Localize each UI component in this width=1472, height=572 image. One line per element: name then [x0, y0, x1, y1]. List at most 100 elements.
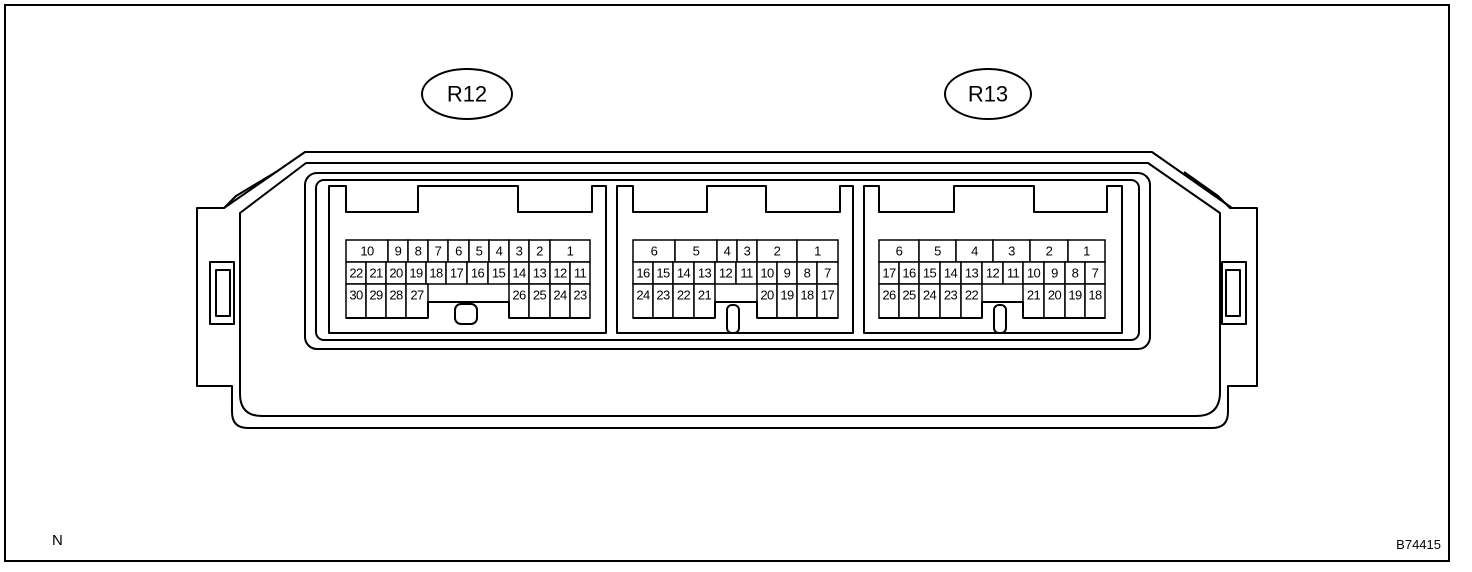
- pin-number: 7: [1092, 266, 1099, 281]
- callout-r12-ellipse: [421, 68, 513, 120]
- pin-number: 16: [902, 266, 916, 281]
- pin-number: 22: [349, 266, 363, 281]
- pin-number: 12: [553, 266, 567, 281]
- pin-number: 10: [360, 244, 374, 259]
- pin-number: 13: [698, 266, 712, 281]
- pin-number: 23: [944, 288, 958, 303]
- pin-number: 2: [1046, 244, 1053, 259]
- pin-number: 25: [902, 288, 916, 303]
- pin-number: 21: [369, 266, 383, 281]
- pin-number: 6: [896, 244, 903, 259]
- key-slot: [993, 304, 1007, 334]
- pin-number: 11: [1007, 266, 1020, 281]
- pin-number: 18: [800, 288, 814, 303]
- pin-number: 5: [934, 244, 941, 259]
- pin-number: 9: [784, 266, 791, 281]
- pin-number: 23: [573, 288, 587, 303]
- pin-number: 8: [804, 266, 811, 281]
- connector-r13a-shell: [616, 185, 854, 334]
- pin-number: 25: [533, 288, 547, 303]
- pin-number: 6: [455, 244, 462, 259]
- pin-number: 5: [476, 244, 483, 259]
- pin-number: 16: [471, 266, 485, 281]
- corner-label-right: B74415: [1396, 537, 1441, 552]
- pin-number: 6: [651, 244, 658, 259]
- pin-number: 15: [923, 266, 937, 281]
- pin-number: 11: [574, 266, 587, 281]
- pin-number: 4: [724, 244, 731, 259]
- pin-number: 7: [435, 244, 442, 259]
- pin-number: 14: [512, 266, 526, 281]
- pin-number: 19: [1068, 288, 1082, 303]
- pin-number: 15: [492, 266, 506, 281]
- pin-number: 17: [450, 266, 464, 281]
- callout-r12: R12: [421, 68, 513, 120]
- pin-number: 16: [636, 266, 650, 281]
- pin-number: 20: [389, 266, 403, 281]
- pin-number: 1: [814, 244, 821, 259]
- pin-number: 19: [409, 266, 423, 281]
- pin-number: 2: [536, 244, 543, 259]
- pin-number: 4: [496, 244, 503, 259]
- cavity-notch: [714, 301, 758, 318]
- pin-number: 24: [923, 288, 937, 303]
- pin-number: 13: [533, 266, 547, 281]
- pin-number: 17: [882, 266, 896, 281]
- pin-number: 29: [369, 288, 383, 303]
- pin-number: 3: [516, 244, 523, 259]
- pin-number: 1: [567, 244, 574, 259]
- pin-number: 3: [744, 244, 751, 259]
- pin-number: 4: [971, 244, 978, 259]
- pin-number: 24: [636, 288, 650, 303]
- pin-number: 30: [349, 288, 363, 303]
- key-slot: [726, 304, 740, 334]
- pin-number: 3: [1008, 244, 1015, 259]
- connector-r13b-shell: [863, 185, 1123, 334]
- pin-number: 20: [760, 288, 774, 303]
- pin-number: 14: [677, 266, 691, 281]
- cavity-notch: [981, 301, 1024, 318]
- pin-number: 9: [1051, 266, 1058, 281]
- pin-number: 12: [986, 266, 1000, 281]
- pin-number: 14: [944, 266, 958, 281]
- pin-number: 2: [774, 244, 781, 259]
- pin-number: 21: [698, 288, 712, 303]
- pin-number: 19: [780, 288, 794, 303]
- pin-number: 20: [1048, 288, 1062, 303]
- pin-number: 23: [656, 288, 670, 303]
- pin-number: 11: [740, 266, 753, 281]
- pin-number: 24: [553, 288, 567, 303]
- connector-r12-shell: [328, 185, 607, 334]
- pin-number: 27: [410, 288, 424, 303]
- pin-number: 28: [389, 288, 403, 303]
- pin-number: 15: [656, 266, 670, 281]
- pin-number: 22: [965, 288, 979, 303]
- diagram-frame: [4, 4, 1450, 562]
- callout-r13-text: R13: [968, 82, 1008, 107]
- pin-number: 13: [965, 266, 979, 281]
- corner-label-left: N: [52, 532, 63, 549]
- pin-number: 8: [415, 244, 422, 259]
- callout-r13-ellipse: [944, 68, 1032, 120]
- pin-number: 10: [1027, 266, 1041, 281]
- pin-number: 5: [693, 244, 700, 259]
- pin-number: 21: [1027, 288, 1041, 303]
- pin-number: 26: [882, 288, 896, 303]
- pin-number: 7: [824, 266, 831, 281]
- callout-r12-text: R12: [447, 82, 487, 107]
- cavity-notch: [427, 301, 510, 318]
- pin-number: 26: [512, 288, 526, 303]
- pin-number: 8: [1072, 266, 1079, 281]
- pin-number: 18: [1088, 288, 1102, 303]
- callout-r13: R13: [944, 68, 1032, 120]
- pin-number: 17: [821, 288, 835, 303]
- pin-number: 10: [760, 266, 774, 281]
- pin-number: 22: [677, 288, 691, 303]
- pin-number: 1: [1083, 244, 1090, 259]
- pin-number: 9: [395, 244, 402, 259]
